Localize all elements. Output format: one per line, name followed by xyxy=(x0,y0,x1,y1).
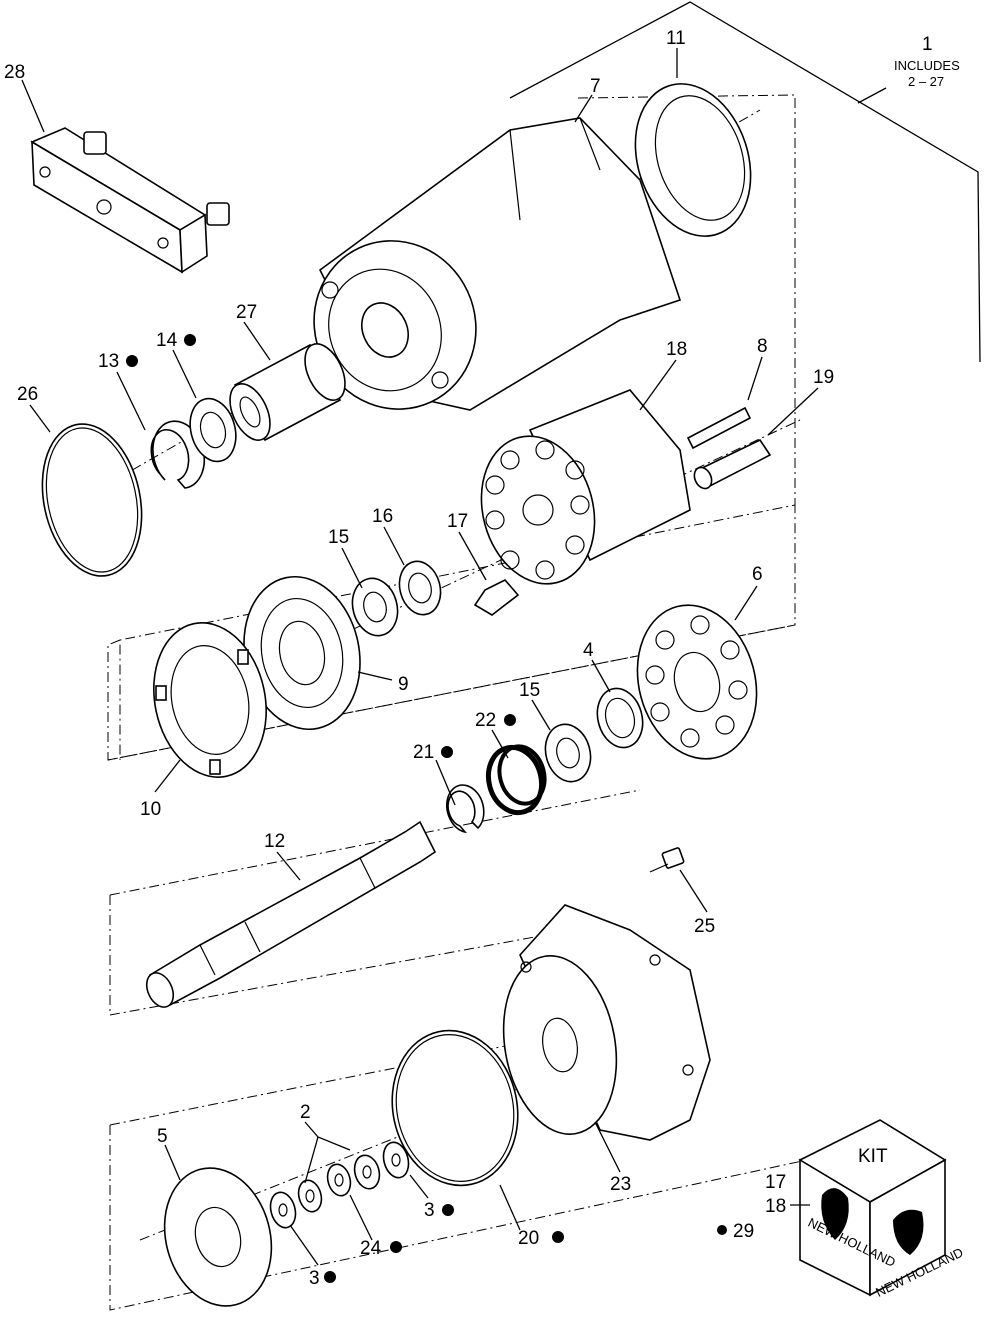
callout-2: 2 xyxy=(300,1102,311,1123)
part-19-pin xyxy=(693,438,772,490)
callout-1: 1 xyxy=(922,34,933,55)
callout-16: 16 xyxy=(372,506,393,527)
kit-marker-dots xyxy=(126,334,564,1283)
callout-23: 23 xyxy=(610,1174,631,1195)
callout-6: 6 xyxy=(752,564,763,585)
callout-19: 19 xyxy=(813,367,834,388)
callout-4: 4 xyxy=(583,640,594,661)
callout-14: 14 xyxy=(156,330,178,351)
part-8-key xyxy=(686,406,752,450)
callout-20: 20 xyxy=(518,1228,539,1249)
callout-24: 24 xyxy=(360,1238,382,1259)
callout-17: 17 xyxy=(447,511,468,532)
section-box-shaft xyxy=(109,895,601,1016)
callout-12: 12 xyxy=(264,831,285,852)
part-28-bracket xyxy=(30,127,230,274)
part-3-washer-upper xyxy=(382,1141,410,1179)
part-9-plate xyxy=(243,575,361,731)
part-23-cover xyxy=(502,904,711,1141)
callout-15-lower: 15 xyxy=(519,680,540,701)
part-10-retainer xyxy=(153,622,267,778)
part-2-washer-upper xyxy=(353,1154,381,1190)
part-14-bearing xyxy=(189,397,237,463)
part-3-washer-lower xyxy=(269,1191,297,1229)
kit-item-18: 18 xyxy=(765,1196,786,1217)
kit-label: KIT xyxy=(858,1146,888,1167)
part-27-sleeve xyxy=(229,343,346,442)
new-holland-leaf-logo-front xyxy=(821,1188,849,1240)
callout-18: 18 xyxy=(666,339,687,360)
callout-1-includes: INCLUDES xyxy=(894,58,960,73)
part-16-bearing xyxy=(398,560,442,616)
part-6-plate xyxy=(636,604,758,760)
callout-7: 7 xyxy=(590,76,601,97)
part-25-bolt xyxy=(649,847,685,873)
leader-lines xyxy=(21,48,819,1266)
part-15-bearing-upper xyxy=(351,577,399,637)
kit-item-29-dot xyxy=(717,1225,727,1235)
kit-item-29: 29 xyxy=(733,1221,754,1242)
callout-25: 25 xyxy=(694,916,715,937)
part-18-cylinder-block xyxy=(480,389,691,585)
callout-15-upper: 15 xyxy=(328,527,349,548)
callout-8: 8 xyxy=(757,336,768,357)
callout-22: 22 xyxy=(475,710,496,731)
callout-26: 26 xyxy=(17,384,38,405)
callout-10: 10 xyxy=(140,799,161,820)
assembly-bracket xyxy=(509,1,981,363)
part-20-oring xyxy=(391,1029,519,1187)
kit-item-17: 17 xyxy=(765,1172,786,1193)
part-17-pin xyxy=(473,579,520,616)
part-15-bearing-lower xyxy=(544,723,592,783)
callout-13: 13 xyxy=(98,351,119,372)
callout-3-lower: 3 xyxy=(309,1268,320,1289)
part-24-lockwasher xyxy=(326,1163,352,1197)
new-holland-leaf-logo-side xyxy=(893,1209,924,1255)
part-26-oring xyxy=(41,423,143,577)
part-4-ring xyxy=(596,687,644,749)
part-22-spring xyxy=(485,744,547,816)
callout-5: 5 xyxy=(157,1126,168,1147)
leader-1 xyxy=(857,87,887,104)
callout-3-upper: 3 xyxy=(424,1200,435,1221)
part-11-ring xyxy=(634,83,752,237)
part-21-snapring xyxy=(446,784,485,834)
callout-11: 11 xyxy=(666,28,686,49)
callout-21: 21 xyxy=(413,742,434,763)
callout-1-range: 2 – 27 xyxy=(908,74,944,89)
part-2-washer-lower xyxy=(297,1179,323,1213)
section-box-lower xyxy=(109,1125,901,1311)
callout-27: 27 xyxy=(236,302,257,323)
part-13-snapring xyxy=(150,420,206,489)
callout-9: 9 xyxy=(398,674,409,695)
part-12-shaft xyxy=(145,820,437,1008)
callout-28: 28 xyxy=(4,62,25,83)
part-7-housing xyxy=(313,117,682,411)
part-5-plate xyxy=(163,1167,273,1307)
